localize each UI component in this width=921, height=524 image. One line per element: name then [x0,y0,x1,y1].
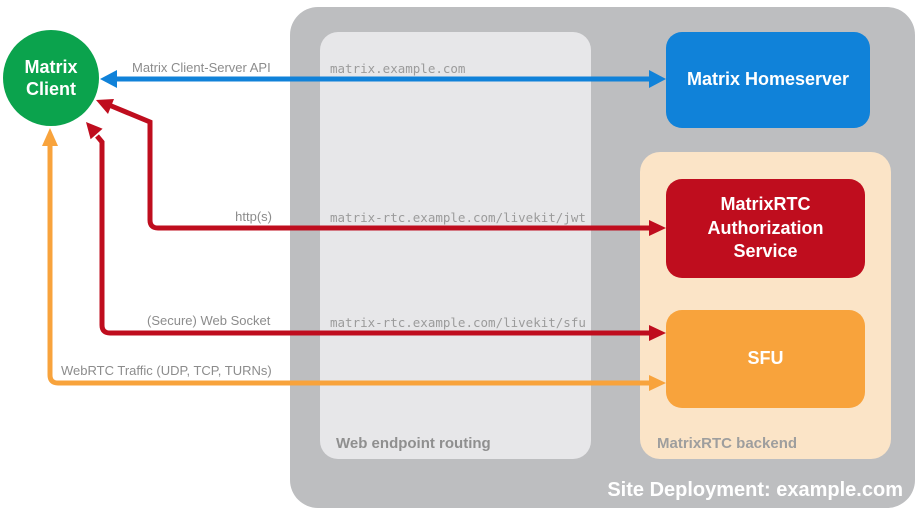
sfu-label: SFU [747,348,784,369]
jwt-endpoint-label: matrix-rtc.example.com/livekit/jwt [330,210,586,225]
sfu-node: SFU [666,310,865,408]
matrix-client-label: Matrix Client [24,56,78,100]
homeserver-endpoint-label: matrix.example.com [330,61,466,76]
site-deployment-label: Site Deployment: example.com [607,479,903,501]
matrixrtc-backend-label: MatrixRTC backend [657,435,798,452]
matrix-client-node: Matrix Client [3,30,99,126]
web-endpoint-routing-label: Web endpoint routing [336,435,491,452]
webrtc-traffic-arrow-label: WebRTC Traffic (UDP, TCP, TURNs) [61,363,272,378]
https-arrow-label: http(s) [235,209,272,224]
authorization-service-node: MatrixRTC Authorization Service [666,179,865,278]
sfu-endpoint-label: matrix-rtc.example.com/livekit/sfu [330,315,586,330]
matrix-homeserver-node: Matrix Homeserver [666,32,870,128]
web-endpoint-routing-panel: Web endpoint routing [320,32,591,459]
websocket-arrow-label: (Secure) Web Socket [147,313,271,328]
client-server-api-arrow-label: Matrix Client-Server API [132,60,271,75]
matrix-homeserver-label: Matrix Homeserver [686,69,850,90]
authorization-service-label: MatrixRTC Authorization Service [707,194,824,262]
